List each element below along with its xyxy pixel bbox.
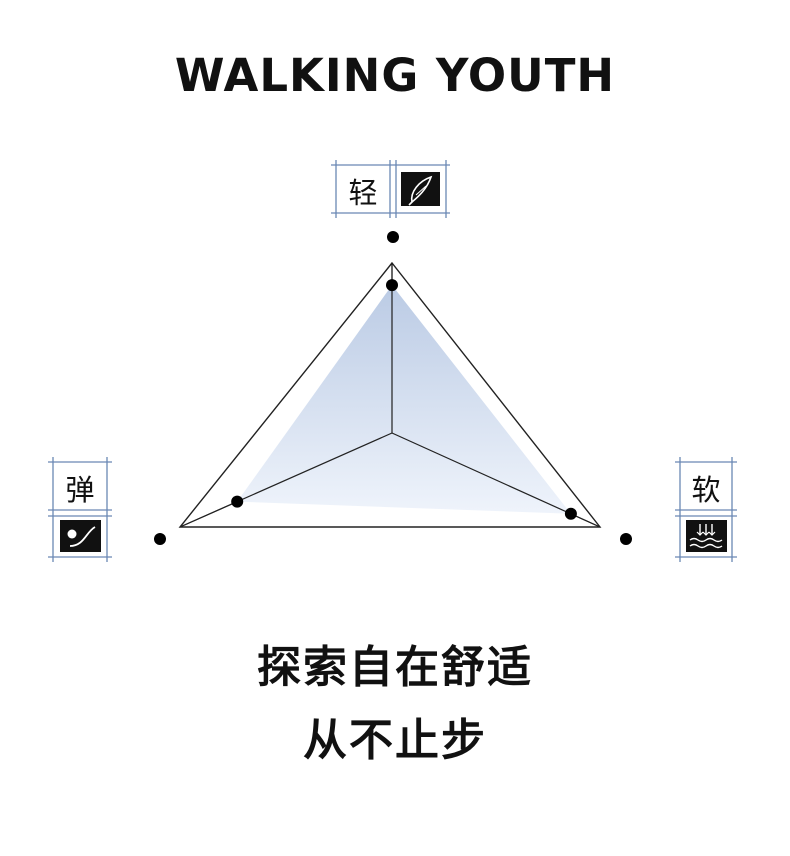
data-point-bounce [231,495,244,508]
radar-frame [178,261,602,528]
axis-label-bounce-text: 弹 [65,473,94,507]
axis-end-dot-left [154,533,166,545]
bounce-ball-icon [60,520,101,552]
radar-spoke-right-overlay [391,432,601,528]
slogan-line-1: 探索自在舒适 [257,642,533,693]
radar-spoke-left-overlay [179,432,393,528]
data-point-soft [564,507,577,520]
axis-end-dot-top [387,231,399,243]
cushion-wave-icon [686,520,727,552]
axis-label-soft-text: 软 [691,473,720,507]
axis-label-light-text: 轻 [348,176,377,210]
radar-data-area [237,285,571,514]
axis-end-dot-right [620,533,632,545]
data-point-light [386,279,398,292]
radar-chart: 轻 弹 [48,160,737,562]
axis-label-light: 轻 [331,160,450,218]
axis-label-bounce: 弹 [48,457,112,562]
axis-label-soft: 软 [675,457,737,562]
page-title: WALKING YOUTH [174,49,616,102]
slogan-line-2: 从不止步 [303,715,487,766]
feather-icon [401,172,440,206]
